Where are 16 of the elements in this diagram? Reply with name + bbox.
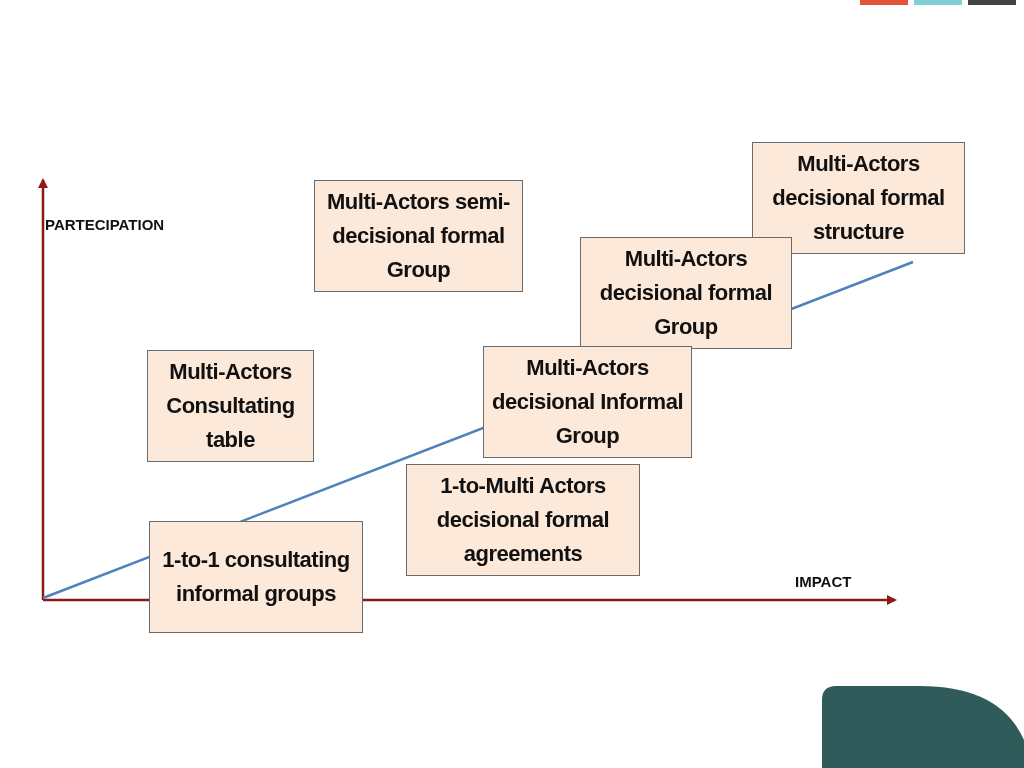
stage-box	[149, 521, 363, 633]
stage-box	[752, 142, 965, 254]
stage-label: Multi-Actors decisional Informal Group	[491, 354, 684, 450]
stage-box	[406, 464, 640, 576]
stage-box	[483, 346, 692, 458]
stage-label: Multi-Actors decisional formal structure	[771, 150, 946, 246]
stage-box	[147, 350, 314, 462]
stage-label: 1-to-1 consultating informal groups	[161, 546, 351, 608]
y-axis-label: PARTECIPATION	[45, 216, 165, 233]
stage-box	[314, 180, 523, 292]
stage-label: Multi-Actors semi-decisional formal Group	[326, 188, 511, 284]
stage-box	[580, 237, 792, 349]
stage-label: Multi-Actors decisional formal Group	[598, 245, 774, 341]
stage-label: Multi-Actors Consultating table	[165, 358, 296, 454]
stage-label: 1-to-Multi Actors decisional formal agreements	[435, 472, 611, 568]
x-axis-label: IMPACT	[795, 573, 852, 590]
